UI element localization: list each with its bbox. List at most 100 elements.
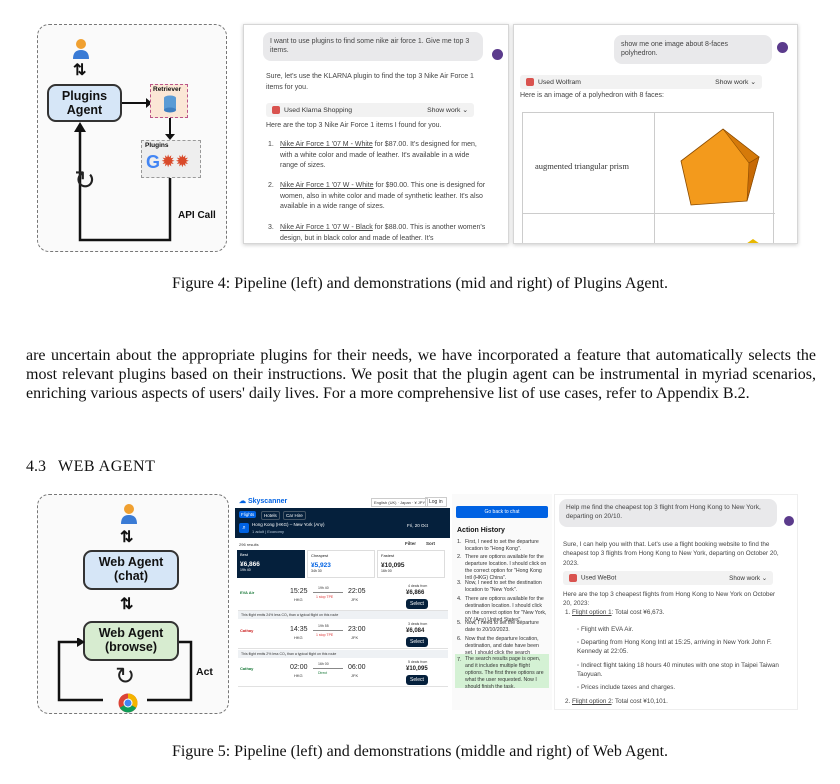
google-icon: G xyxy=(146,152,161,172)
action-number: 2. xyxy=(457,554,462,560)
summary-price: ¥6,866 xyxy=(240,561,260,568)
go-back-button[interactable]: Go back to chat xyxy=(456,506,548,518)
klarna-badge-icon xyxy=(272,106,280,114)
plugin-gear-icon: ✹✹ xyxy=(161,152,190,171)
tool-used-label: Used WeBot xyxy=(581,574,617,582)
plugins-agent-label: Plugins Agent xyxy=(61,89,108,118)
summary-duration: 34h 30 xyxy=(311,569,322,573)
flight-option-link[interactable]: Flight option 2 xyxy=(572,698,612,705)
database-icon xyxy=(163,95,177,113)
flight-stops: Direct xyxy=(318,671,328,675)
action-number: 4. xyxy=(457,596,462,602)
agent-to-retriever-arrow xyxy=(122,98,152,108)
plugins-label: Plugins xyxy=(145,142,169,149)
option-bullet: ◦ Flight with EVA Air. xyxy=(577,626,634,633)
browse-node-sublabel: (browse) xyxy=(104,640,158,655)
found-text: Here are the top 3 Nike Air Force 1 item… xyxy=(266,122,442,129)
flight-row[interactable]: EVA Air 15:25 HKG 19h 40 1 stop TPE 22:0… xyxy=(238,582,448,611)
flight-row[interactable]: Cathay 02:00 HKG 16h 00 Direct 06:00 JFK… xyxy=(238,658,448,687)
summary-duration: 19h 40 xyxy=(240,568,251,572)
found-text: Here are the top 3 cheapest flights from… xyxy=(563,591,776,608)
flight-option-1: 1. Flight option 1: Total cost ¥6,673. xyxy=(565,609,665,616)
summary-label: Fastest xyxy=(381,553,395,558)
retriever-label: Retriever xyxy=(153,86,182,93)
flight-line xyxy=(313,592,343,593)
fig5-pipeline-diagram xyxy=(37,494,229,714)
show-work-label: Show work xyxy=(427,107,461,114)
deals-text: 3 deals from xyxy=(408,622,428,626)
departure-time: 02:00 xyxy=(290,664,308,671)
deals-text: 4 deals from xyxy=(408,584,428,588)
product-description: for $87.00. It's designed for men, with … xyxy=(280,141,477,169)
airline-logo: Cathay xyxy=(240,666,254,671)
filter-button[interactable]: Filter xyxy=(405,541,417,546)
region-selector[interactable]: English (UK) · Japan · ¥ JPY xyxy=(371,498,429,507)
select-button[interactable]: Select xyxy=(406,675,428,685)
departure-airport: HKG xyxy=(294,673,303,678)
polyhedron-name: augmented triangular prism xyxy=(535,161,629,171)
summary-price: ¥10,095 xyxy=(381,562,405,569)
chat-node-label: Web Agent xyxy=(98,555,164,569)
table-divider xyxy=(523,213,775,214)
product-description: for $90.00. This one is designed for wom… xyxy=(280,182,486,210)
departure-time: 14:35 xyxy=(290,626,308,633)
updown-arrow-icon: ⇅ xyxy=(120,529,134,546)
user-icon xyxy=(120,503,138,525)
tab-flights[interactable]: Flights xyxy=(239,511,257,518)
act-label: Act xyxy=(196,666,213,678)
summary-best[interactable]: Best ¥6,866 19h 40 xyxy=(237,550,305,578)
flight-row[interactable]: Cathay 14:35 HKG 19h 55 1 stop TPE 23:00… xyxy=(238,620,448,649)
action-item: Now, I need to set the departure date to… xyxy=(465,620,539,634)
refresh-loop-icon: ↻ xyxy=(74,165,96,195)
tab-hotels[interactable]: Hotels xyxy=(261,511,280,520)
search-icon[interactable]: ⌕ xyxy=(239,523,249,533)
bullet-text: Flight with EVA Air. xyxy=(580,626,634,633)
section-heading: 4.3 WEB AGENT xyxy=(26,458,155,476)
option-bullet: ◦ Departing from Hong Kong Intl at 15:25… xyxy=(577,639,772,656)
product-link[interactable]: Nike Air Force 1 '07 W - Black xyxy=(280,224,373,231)
route-text[interactable]: Hong Kong (HKG) – New York (Any) xyxy=(252,522,325,527)
summary-cheapest[interactable]: Cheapest ¥5,923 34h 30 xyxy=(307,550,375,578)
sort-button[interactable]: Sort xyxy=(426,541,435,546)
fig4-pipeline-diagram xyxy=(37,24,227,252)
flight-stops: 1 stop TPE xyxy=(316,595,334,599)
polyhedron-image xyxy=(680,128,760,206)
arrival-time: 23:00 xyxy=(348,626,366,633)
table-divider xyxy=(654,113,655,243)
tab-car-hire[interactable]: Car Hire xyxy=(283,511,306,520)
section-title: WEB AGENT xyxy=(58,458,156,475)
summary-fastest[interactable]: Fastest ¥10,095 16h 00 xyxy=(377,550,445,578)
select-button[interactable]: Select xyxy=(406,599,428,609)
chat-node-sublabel: (chat) xyxy=(113,569,149,584)
klarna-tool-bar[interactable]: Used Klarna Shopping Show work ⌄ xyxy=(266,103,474,117)
chevron-down-icon: ⌄ xyxy=(750,79,756,86)
result-item-1: 1. Nike Air Force 1 '07 M - White for $8… xyxy=(268,140,488,172)
show-work-label: Show work xyxy=(729,574,760,582)
tool-used-label: Used Wolfram xyxy=(538,78,581,86)
api-call-label: API Call xyxy=(178,210,216,221)
skyscanner-brand: Skyscanner xyxy=(247,498,288,505)
plugins-agent-node: Plugins Agent xyxy=(47,84,122,122)
select-button[interactable]: Select xyxy=(406,637,428,647)
date-selector[interactable]: Fri, 20 Oct xyxy=(407,523,429,528)
updown-arrow-icon: ⇅ xyxy=(73,62,87,79)
product-link[interactable]: Nike Air Force 1 '07 W - White xyxy=(280,182,374,189)
flight-option-2: 2. Flight option 2: Total cost ¥10,101. xyxy=(565,698,668,705)
option-bullet: ◦ Prices include taxes and charges. xyxy=(577,684,676,691)
webot-chat-panel: Help me find the cheapest top 3 flight f… xyxy=(554,494,798,710)
flight-duration: 16h 00 xyxy=(318,662,329,666)
airline-logo: Cathay xyxy=(240,628,254,633)
action-number: 6. xyxy=(457,636,462,642)
login-button[interactable]: Log in xyxy=(425,497,447,507)
webot-tool-bar[interactable]: Used WeBot Show work ⌄ xyxy=(563,571,773,585)
user-message-bubble: I want to use plugins to find some nike … xyxy=(263,32,483,61)
chevron-down-icon: ⌄ xyxy=(462,107,468,114)
flight-option-link[interactable]: Flight option 1 xyxy=(572,609,612,616)
figure4-caption: Figure 4: Pipeline (left) and demonstrat… xyxy=(172,275,668,292)
action-number: 7. xyxy=(457,657,462,663)
summary-label: Cheapest xyxy=(311,553,329,558)
summary-duration: 16h 00 xyxy=(381,569,392,573)
wolfram-tool-bar[interactable]: Used Wolfram Show work ⌄ xyxy=(520,75,762,89)
product-link[interactable]: Nike Air Force 1 '07 M - White xyxy=(280,141,373,148)
refresh-loop-icon: ↻ xyxy=(115,663,136,690)
